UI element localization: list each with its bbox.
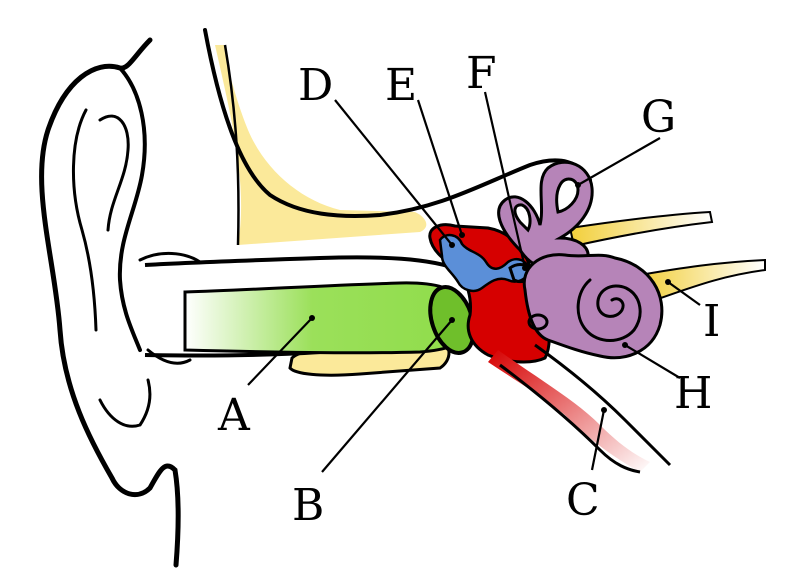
pinna-inner-fold	[117, 66, 147, 352]
skull-inner-line	[223, 44, 240, 246]
pinna-lobe	[98, 378, 152, 428]
eustachian-tube	[488, 350, 650, 472]
pinna-antihelix	[98, 114, 130, 232]
semicircular-canals	[497, 160, 594, 269]
pinna-concha	[138, 251, 202, 365]
label-c: C	[566, 475, 600, 526]
leader-dots	[309, 182, 671, 413]
label-a: A	[217, 390, 251, 441]
ear-canal	[183, 281, 470, 355]
label-h: H	[674, 368, 712, 419]
cochlea-spiral	[576, 278, 642, 342]
eustachian-tube-outline	[499, 343, 672, 474]
label-d: D	[298, 60, 333, 111]
pinna-helix	[72, 108, 98, 332]
label-f: F	[466, 48, 497, 99]
label-b: B	[292, 480, 324, 531]
label-i: I	[703, 296, 720, 347]
skull-outline	[203, 28, 592, 218]
label-g: G	[641, 92, 676, 143]
leader-lines	[247, 91, 701, 473]
oval-window	[527, 313, 549, 331]
cochlea	[522, 253, 664, 360]
auditory-nerve-upper	[568, 210, 714, 248]
pinna-outline	[39, 37, 181, 568]
label-e: E	[385, 60, 417, 111]
